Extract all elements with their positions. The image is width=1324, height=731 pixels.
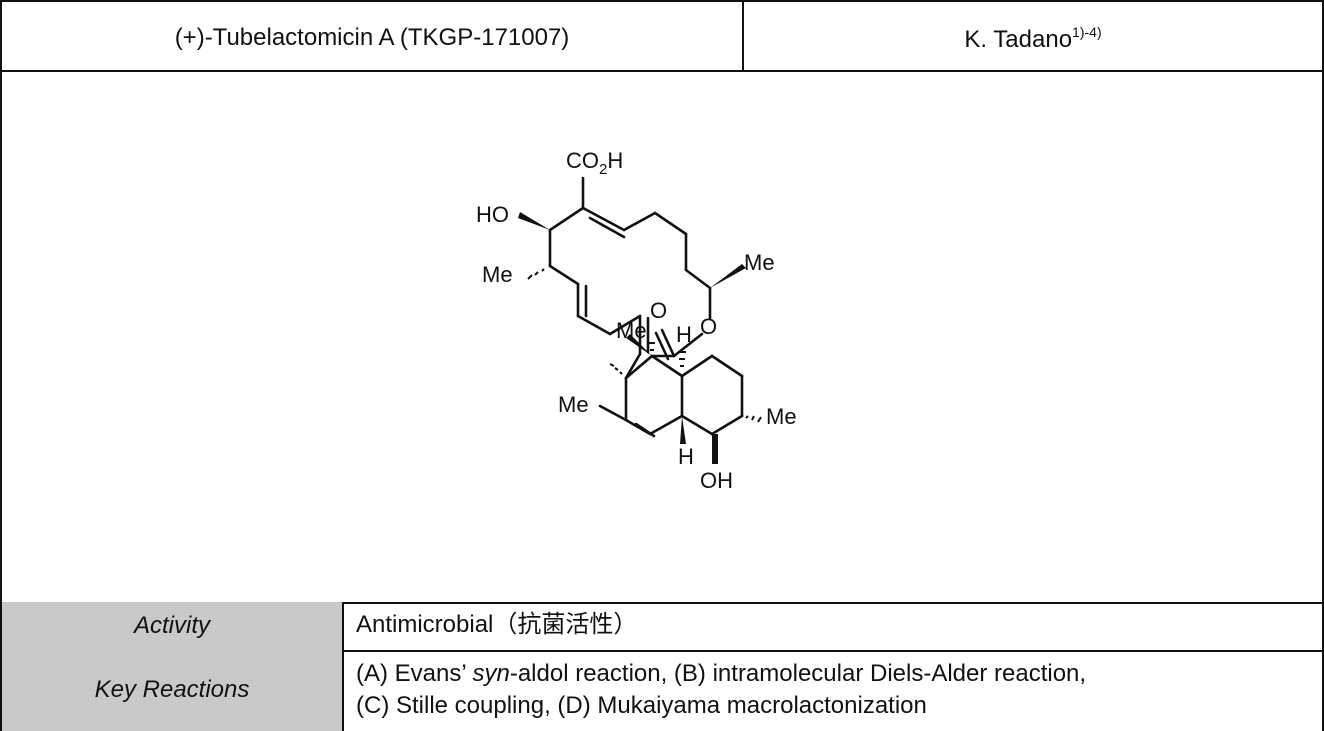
- author-name: K. Tadano1)-4): [964, 24, 1102, 53]
- compound-name: (+)-Tubelactomicin A (TKGP-171007): [174, 24, 570, 51]
- label-co2h: CO2H: [566, 148, 623, 178]
- key-reactions-value: (A) Evans’ syn-aldol reaction, (B) intra…: [356, 658, 1086, 722]
- key-reactions-label-cell: Key Reactions: [0, 650, 344, 731]
- label-h-top: H: [676, 322, 692, 347]
- label-o-carbonyl: O: [650, 298, 667, 323]
- compound-name-cell: (+)-Tubelactomicin A (TKGP-171007): [0, 0, 744, 72]
- key-reactions-label: Key Reactions: [94, 676, 250, 703]
- key-reactions-line-2: (C) Stille coupling, (D) Mukaiyama macro…: [356, 692, 927, 719]
- author-cell: K. Tadano1)-4): [742, 0, 1324, 72]
- bond-lines: [548, 176, 744, 438]
- key-reactions-value-cell: (A) Evans’ syn-aldol reaction, (B) intra…: [342, 650, 1324, 731]
- label-ho: HO: [476, 202, 509, 227]
- label-me-right: Me: [766, 404, 797, 429]
- activity-value: Antimicrobial（抗菌活性）: [356, 611, 638, 638]
- structure-cell: [0, 70, 1324, 604]
- activity-label-cell: Activity: [0, 602, 344, 652]
- label-me-lower-left: Me: [558, 392, 589, 417]
- author-references: 1)-4): [1072, 24, 1102, 40]
- hashed-bonds: [527, 268, 762, 423]
- stereo-bonds: [518, 212, 746, 464]
- label-o-ring: O: [700, 314, 717, 339]
- label-oh: OH: [700, 468, 733, 493]
- label-me-left: Me: [482, 262, 513, 287]
- key-reactions-line-1: (A) Evans’ syn-aldol reaction, (B) intra…: [356, 660, 1087, 687]
- activity-label: Activity: [133, 612, 210, 639]
- label-h-bottom: H: [678, 444, 694, 469]
- chemical-structure-drawing: CO2H HO Me Me O O Me H Me H Me OH: [476, 148, 797, 493]
- label-me-quat: Me: [616, 318, 647, 343]
- label-me-top-right: Me: [744, 250, 775, 275]
- activity-value-cell: Antimicrobial（抗菌活性）: [342, 602, 1324, 652]
